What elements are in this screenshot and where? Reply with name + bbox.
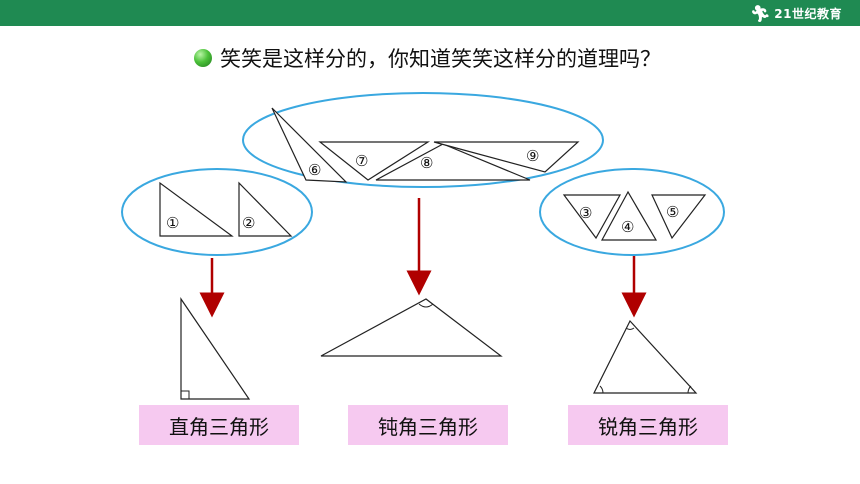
num-3: ③: [579, 204, 592, 222]
logo-text: 21世纪教育: [774, 6, 842, 21]
runner-icon: 🏃︎: [749, 3, 771, 23]
triangle-6: [271, 107, 348, 183]
acute-triangle-shape: [593, 319, 698, 394]
obtuse-triangle-shape: [320, 298, 503, 357]
left-group-ellipse: [121, 168, 313, 256]
triangle-7: [318, 141, 431, 181]
triangle-1: [159, 181, 234, 237]
num-6: ⑥: [308, 161, 321, 179]
right-triangle-label: 直角三角形: [139, 405, 299, 445]
triangle-3: [562, 194, 622, 240]
right-angle-mark: [181, 390, 190, 399]
question-text: 笑笑是这样分的，你知道笑笑这样分的道理吗？: [220, 47, 661, 71]
triangle-8: [375, 143, 531, 181]
num-8: ⑧: [420, 154, 433, 172]
num-9: ⑨: [526, 147, 539, 165]
num-2: ②: [242, 214, 255, 232]
middle-group-ellipse: [242, 92, 604, 188]
acute-angle-mark-top: [625, 327, 635, 330]
triangle-2: [238, 181, 293, 237]
triangle-9: [433, 141, 580, 173]
acute-triangle-label: 锐角三角形: [568, 405, 728, 445]
bullet-dot-icon: [194, 49, 212, 67]
right-group-ellipse: [539, 168, 725, 256]
obtuse-angle-mark: [418, 303, 434, 308]
triangle-5: [651, 194, 707, 240]
acute-angle-mark-left: [599, 385, 604, 394]
triangle-4: [600, 190, 658, 241]
top-bar: 🏃︎ 21世纪教育: [0, 0, 860, 26]
acute-angle-mark-right: [687, 385, 692, 394]
num-1: ①: [166, 214, 179, 232]
obtuse-triangle-label: 钝角三角形: [348, 405, 508, 445]
num-5: ⑤: [666, 203, 679, 221]
logo: 🏃︎ 21世纪教育: [750, 2, 842, 24]
question: 笑笑是这样分的，你知道笑笑这样分的道理吗？: [194, 44, 661, 72]
num-4: ④: [621, 218, 634, 236]
right-triangle-shape: [180, 297, 251, 400]
num-7: ⑦: [355, 152, 368, 170]
